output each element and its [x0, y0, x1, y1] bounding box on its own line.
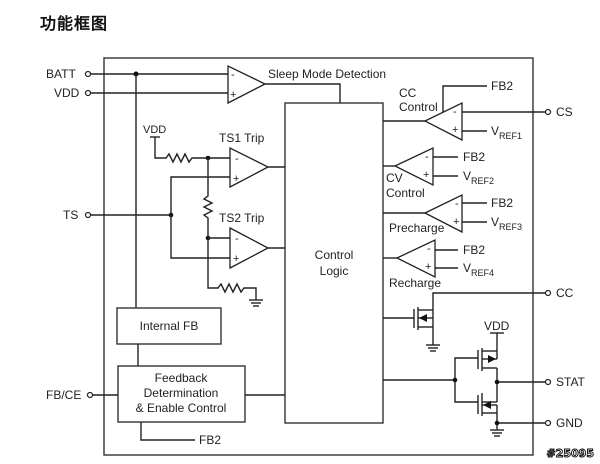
pin-label-stat: STAT: [556, 375, 586, 389]
precharge-label: Precharge: [389, 221, 445, 235]
arrow-icon: [488, 355, 496, 363]
pin-gnd: [544, 419, 552, 427]
minus-sign: -: [425, 151, 429, 163]
pin-label-vdd: VDD: [54, 86, 80, 100]
chip-boundary: [103, 57, 534, 456]
plus-sign: +: [423, 169, 429, 181]
precharge-comparator: [423, 193, 463, 234]
wire-cc-fb2: [442, 85, 487, 112]
feedback-label: Determination: [144, 386, 219, 400]
pin-label-fb-ce: FB/CE: [46, 388, 81, 402]
ts1-comparator: [229, 146, 270, 189]
control-logic-block: [284, 102, 384, 424]
cv-comparator: [393, 146, 434, 187]
wire-stat-gates: [454, 357, 478, 403]
wire-fb2-out: [140, 422, 195, 441]
plus-sign: +: [453, 216, 459, 228]
fb2-label: FB2: [463, 150, 485, 164]
pin-label-cc: CC: [556, 286, 574, 300]
cc-control-label: Control: [399, 100, 438, 114]
sleep-comparator: [227, 64, 267, 105]
ts2-trip-label: TS2 Trip: [219, 211, 265, 225]
minus-sign: -: [427, 243, 431, 255]
vdd-label: VDD: [484, 319, 510, 333]
plus-sign: +: [452, 124, 458, 136]
wire-ts-to-plus: [170, 176, 230, 259]
ts1-trip-label: TS1 Trip: [219, 131, 265, 145]
fb2-label: FB2: [491, 79, 513, 93]
minus-sign: -: [453, 106, 457, 118]
control-logic-label: Control: [315, 248, 354, 262]
fb2-label: FB2: [199, 433, 221, 447]
resistor-bottom: [207, 238, 257, 300]
pin-label-ts: TS: [63, 208, 78, 222]
junction-dot: [494, 420, 500, 426]
fb2-label: FB2: [491, 196, 513, 210]
sleep-mode-label: Sleep Mode Detection: [268, 67, 386, 81]
plus-sign: +: [233, 173, 239, 185]
recharge-label: Recharge: [389, 276, 441, 290]
pin-batt: [84, 70, 92, 78]
feedback-block: [117, 365, 246, 423]
minus-sign: -: [231, 69, 235, 81]
watermark: #25095: [546, 447, 594, 461]
internal-fb-block: [116, 307, 222, 345]
plus-sign: +: [425, 261, 431, 273]
cc-control-label: CC: [399, 86, 417, 100]
control-logic-label: Logic: [320, 264, 349, 278]
fb2-label: FB2: [463, 243, 485, 257]
ts2-comparator: [229, 226, 270, 270]
pin-cc: [544, 289, 552, 297]
pin-label-gnd: GND: [556, 416, 583, 430]
wire-cc: [432, 292, 545, 318]
internal-fb-label: Internal FB: [140, 319, 199, 333]
feedback-label: & Enable Control: [136, 401, 227, 415]
pin-fb-ce: [86, 391, 94, 399]
resistor-middle: [202, 158, 214, 238]
vref4-label: VREF4: [463, 261, 494, 278]
pin-label-cs: CS: [556, 105, 573, 119]
recharge-comparator: [395, 238, 436, 279]
junction-dot: [494, 379, 500, 385]
vref1-label: VREF1: [491, 124, 522, 141]
pin-stat: [544, 378, 552, 386]
cv-control-label: CV: [386, 171, 403, 185]
arrow-icon: [483, 401, 491, 409]
plus-sign: +: [230, 89, 236, 101]
pin-cs: [544, 108, 552, 116]
vref3-label: VREF3: [491, 215, 522, 232]
pin-ts: [84, 211, 92, 219]
diagram-title: 功能框图: [40, 14, 109, 33]
vdd-label: VDD: [143, 124, 166, 136]
minus-sign: -: [235, 233, 239, 245]
pin-vdd: [84, 89, 92, 97]
cv-control-label: Control: [386, 186, 425, 200]
arrow-icon: [419, 314, 427, 322]
plus-sign: +: [233, 253, 239, 265]
pin-label-batt: BATT: [46, 67, 76, 81]
feedback-label: Feedback: [155, 371, 209, 385]
resistor-top: [154, 137, 230, 164]
minus-sign: -: [235, 153, 239, 165]
wire-sleep-out: [265, 83, 341, 103]
junction-dot: [452, 377, 458, 383]
vref2-label: VREF2: [463, 169, 494, 186]
minus-sign: -: [455, 198, 459, 210]
